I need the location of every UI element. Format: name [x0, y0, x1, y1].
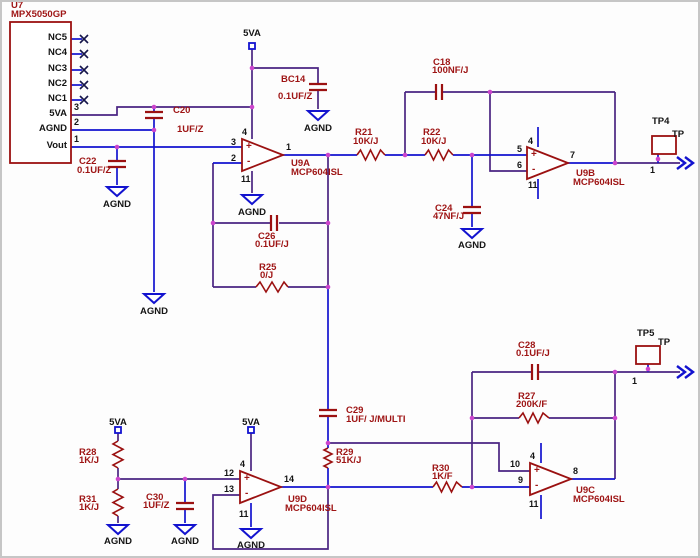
- no-connect-x-icons: [79, 34, 89, 105]
- u9d-opamp-symbol[interactable]: [239, 469, 284, 505]
- tp5-testpoint-symbol[interactable]: [635, 345, 661, 365]
- resistor-symbols[interactable]: [111, 148, 550, 517]
- junction-dots: [114, 65, 661, 490]
- u9c-opamp-symbol[interactable]: [529, 461, 574, 497]
- power-5va-symbols: [114, 42, 256, 434]
- wires-purple: [71, 49, 680, 550]
- output-arrow-tp4-icon: [676, 156, 695, 170]
- capacitor-symbols[interactable]: [108, 82, 540, 511]
- output-arrow-tp5-icon: [676, 365, 695, 379]
- u9a-opamp-symbol[interactable]: [241, 137, 286, 173]
- tp4-testpoint-symbol[interactable]: [651, 135, 677, 155]
- agnd-symbols: [104, 110, 485, 540]
- u7-sensor-symbol[interactable]: [9, 21, 72, 164]
- wires-blue: [71, 38, 659, 527]
- u9b-opamp-symbol[interactable]: [526, 145, 571, 181]
